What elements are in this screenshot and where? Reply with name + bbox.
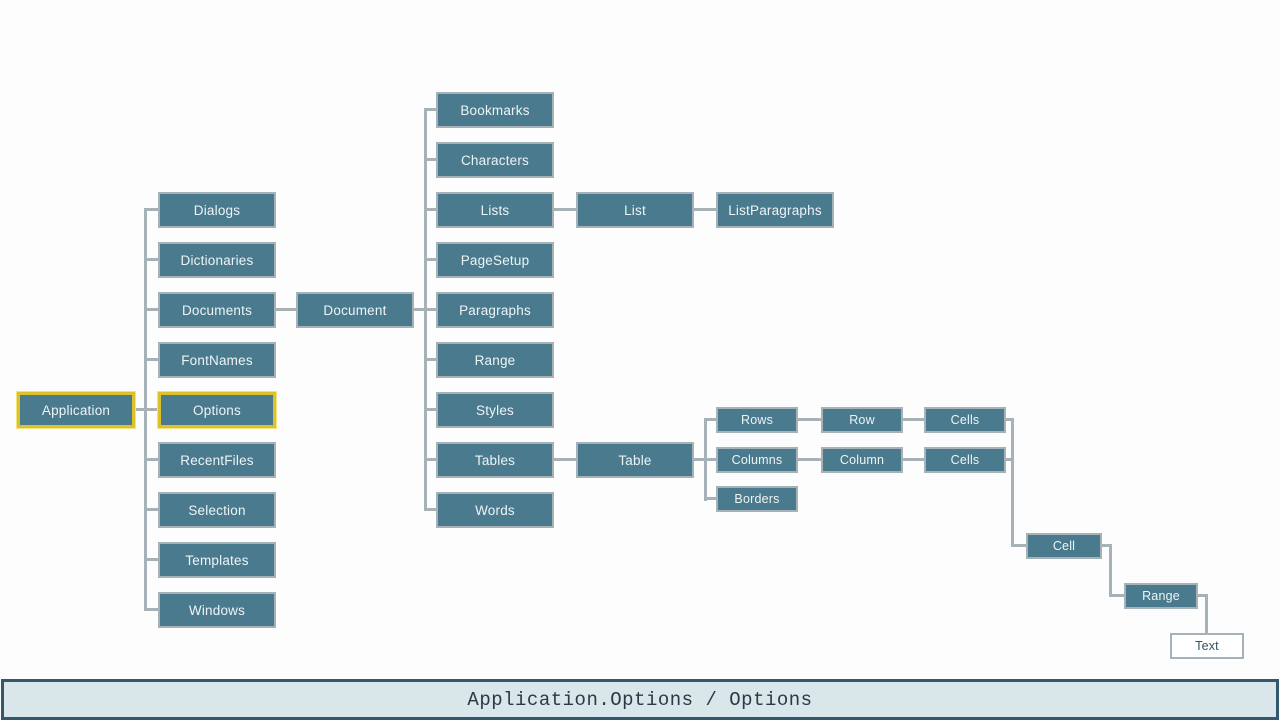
node-templates[interactable]: Templates [158,542,276,578]
node-listparagraphs[interactable]: ListParagraphs [716,192,834,228]
node-cell[interactable]: Cell [1026,533,1102,559]
status-bar-text: Application.Options / Options [467,688,813,711]
connector-line [144,508,158,511]
node-pagesetup[interactable]: PageSetup [436,242,554,278]
connector-line [553,458,576,461]
connector-line [424,408,436,411]
connector-line [424,208,436,211]
connector-line [144,558,158,561]
connector-line [144,358,158,361]
connector-line [704,418,716,421]
connector-line [144,608,158,611]
connector-line [704,458,716,461]
connector-line [1205,594,1208,634]
connector-line [275,308,296,311]
node-row[interactable]: Row [821,407,903,433]
connector-line [1109,544,1112,597]
connector-line [144,458,158,461]
node-words[interactable]: Words [436,492,554,528]
connector-line [414,308,427,311]
node-application[interactable]: Application [17,392,135,428]
node-fontnames[interactable]: FontNames [158,342,276,378]
node-recentfiles[interactable]: RecentFiles [158,442,276,478]
node-column[interactable]: Column [821,447,903,473]
connector-line [424,508,436,511]
node-lists[interactable]: Lists [436,192,554,228]
node-options[interactable]: Options [158,392,276,428]
connector-line [424,108,436,111]
connector-line [144,408,158,411]
node-list[interactable]: List [576,192,694,228]
connector-line [424,308,436,311]
node-table[interactable]: Table [576,442,694,478]
connector-line [903,458,924,461]
connector-line [424,258,436,261]
node-styles[interactable]: Styles [436,392,554,428]
connector-line [694,208,716,211]
node-rows[interactable]: Rows [716,407,798,433]
node-characters[interactable]: Characters [436,142,554,178]
connector-line [1102,544,1112,547]
connector-line [144,208,158,211]
node-documents[interactable]: Documents [158,292,276,328]
connector-line [424,458,436,461]
node-borders[interactable]: Borders [716,486,798,512]
node-bookmarks[interactable]: Bookmarks [436,92,554,128]
connector-line [798,418,821,421]
node-selection[interactable]: Selection [158,492,276,528]
node-dialogs[interactable]: Dialogs [158,192,276,228]
connector-line [424,158,436,161]
node-windows[interactable]: Windows [158,592,276,628]
connector-line [694,458,707,461]
connector-line [1198,594,1208,597]
status-bar: Application.Options / Options [1,679,1279,720]
node-text[interactable]: Text [1170,633,1244,659]
node-range[interactable]: Range [436,342,554,378]
node-cell-range[interactable]: Range [1124,583,1198,609]
node-document[interactable]: Document [296,292,414,328]
node-cells-row[interactable]: Cells [924,407,1006,433]
node-paragraphs[interactable]: Paragraphs [436,292,554,328]
connector-line [1006,458,1014,461]
node-tables[interactable]: Tables [436,442,554,478]
connector-line [798,458,821,461]
connector-line [553,208,576,211]
connector-line [1109,594,1124,597]
connector-line [144,258,158,261]
connector-line [144,308,158,311]
connector-line [903,418,924,421]
connector-line [1011,418,1014,547]
connector-line [704,497,716,500]
connector-line [1006,418,1014,421]
node-dictionaries[interactable]: Dictionaries [158,242,276,278]
connector-line [424,358,436,361]
node-columns[interactable]: Columns [716,447,798,473]
connector-line [1011,544,1026,547]
connector-line [135,408,147,411]
node-cells-column[interactable]: Cells [924,447,1006,473]
